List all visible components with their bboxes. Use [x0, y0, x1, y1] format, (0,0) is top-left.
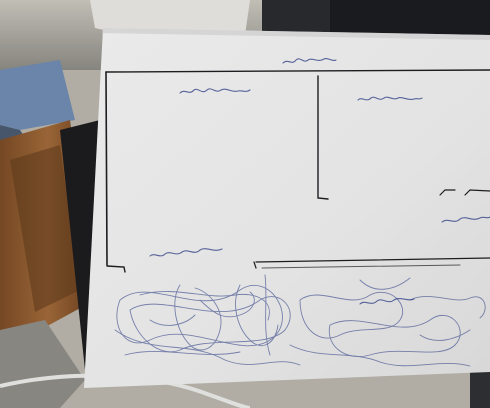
blue-folder [0, 60, 75, 130]
grey-cloth [0, 320, 85, 408]
paper-sheet [84, 28, 490, 388]
paper-top-shadow [102, 28, 490, 40]
cable [0, 373, 251, 408]
tray-inner-shade [10, 145, 80, 312]
handwritten-labels [149, 58, 490, 305]
scribble-area [114, 274, 486, 367]
floor-plan-lines [105, 69, 490, 273]
